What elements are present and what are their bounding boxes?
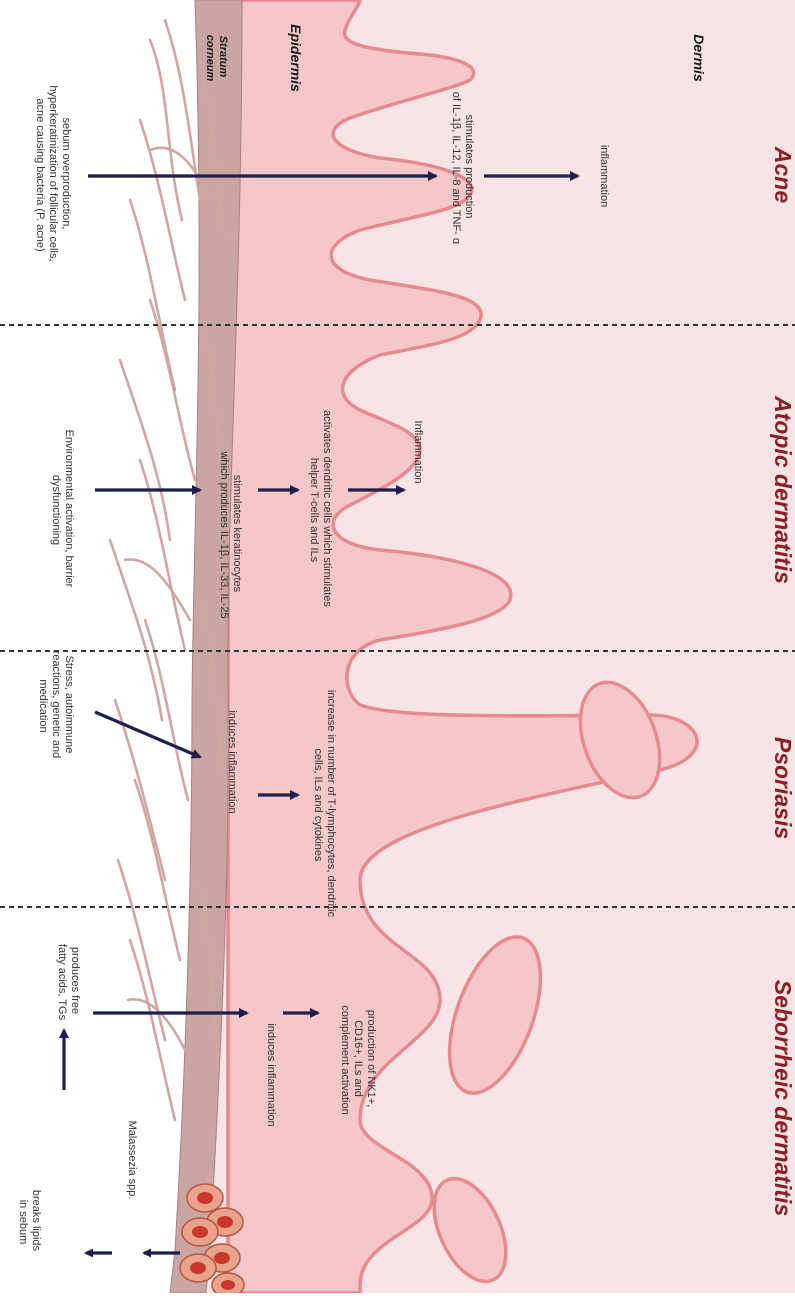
- condition-acne: Acne: [770, 146, 795, 203]
- condition-seborrheic-dermatitis: Seborrheic dermatitis: [770, 980, 795, 1216]
- sd-outcome: production of NK1+, CD16+, ILs and compl…: [339, 1005, 377, 1114]
- condition-atopic-dermatitis: Atopic dermatitis: [770, 395, 795, 584]
- sd-organism: Malassezia spp.: [126, 1121, 138, 1200]
- ad-outcome: Inflammation: [412, 421, 424, 484]
- dermis-label: Dermis: [691, 34, 707, 82]
- sd-mechanism: induces inflammation: [265, 1023, 277, 1126]
- epidermis-label: Epidermis: [288, 24, 304, 92]
- acne-outcome: inflammation: [598, 145, 610, 207]
- ps-mechanism: induces inflammation: [226, 710, 238, 813]
- stratum-corneum-label: Stratum corneum: [204, 35, 229, 82]
- condition-psoriasis: Psoriasis: [770, 737, 795, 839]
- sd-trigger: produces free fatty acids, TGs: [56, 944, 81, 1021]
- ad-mechanism: stimulates keratinocytes which produces …: [218, 450, 243, 618]
